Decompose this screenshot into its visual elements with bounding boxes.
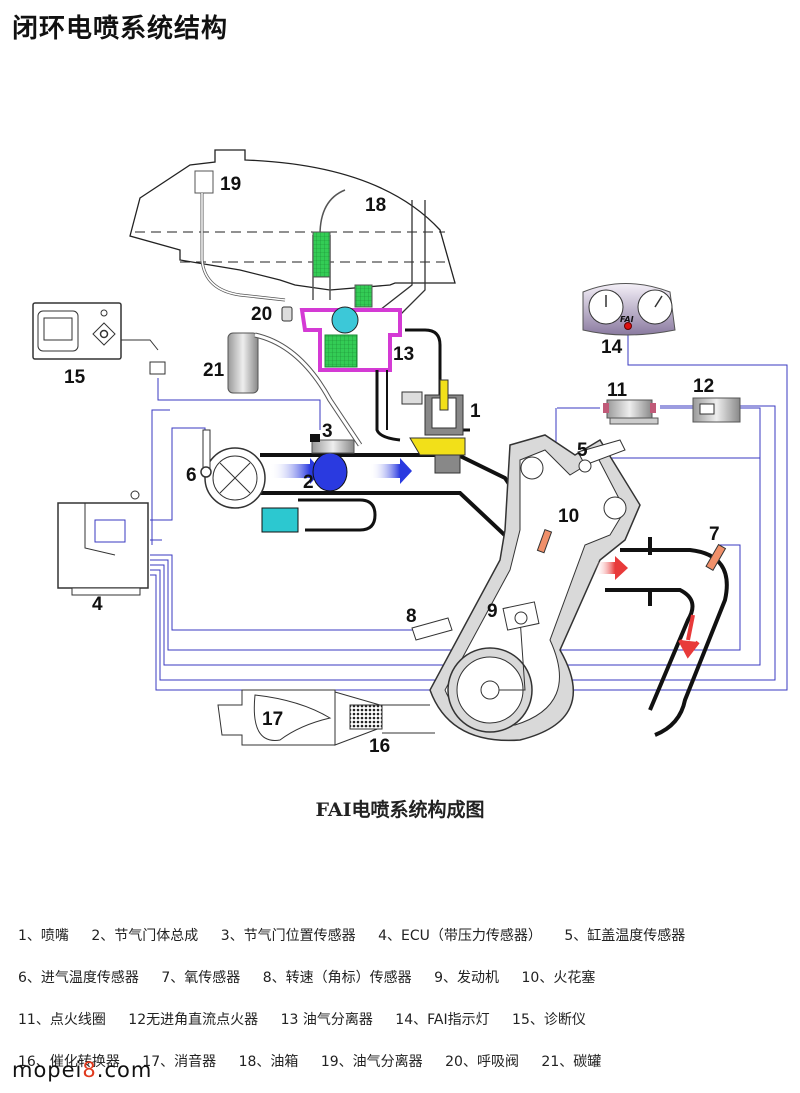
crank-position-sensor: [411, 617, 453, 641]
legend-item: 15、诊断仪: [512, 1012, 586, 1028]
intake-flow-arrow: [270, 464, 310, 478]
oil-gas-separator: [299, 306, 470, 442]
fai-indicator-lamp: [624, 322, 632, 330]
callout-9: 9: [487, 601, 498, 622]
legend-item: 10、火花塞: [521, 970, 596, 986]
fai-indicator-text: FAI: [620, 315, 634, 324]
throttle-plate: [312, 452, 348, 492]
callout-12: 12: [693, 376, 714, 397]
intake-manifold: [200, 429, 542, 542]
callout-8: 8: [406, 606, 417, 627]
callout-3: 3: [322, 421, 333, 442]
callout-7: 7: [709, 524, 720, 545]
legend-item: 19、油气分离器: [320, 1054, 423, 1070]
legend-item: 1、喷嘴: [18, 928, 69, 944]
callout-6: 6: [186, 465, 197, 486]
callout-18: 18: [365, 195, 386, 216]
ecu: [57, 490, 149, 596]
callout-labels: 1 2 3 4 5 6 7 8 9 10 11 12 13 14 15 16 1…: [64, 174, 720, 757]
fuel-tank: [129, 149, 456, 321]
ignition-coil: [603, 399, 659, 425]
callout-2: 2: [303, 472, 314, 493]
legend-item: 7、氧传感器: [161, 970, 241, 986]
callout-14: 14: [601, 337, 623, 358]
component-legend: 1、喷嘴 2、节气门体总成 3、节气门位置传感器 4、ECU（带压力传感器） 5…: [18, 925, 798, 1093]
fai-dashboard: FAI: [582, 283, 676, 336]
legend-row: 11、点火线圈 12无进角直流点火器 13 油气分离器 14、FAI指示灯 15…: [18, 1009, 798, 1051]
oxygen-sensor: [705, 543, 727, 571]
legend-item: 11、点火线圈: [18, 1012, 106, 1028]
callout-1: 1: [470, 401, 481, 422]
exhaust-flow-arrow: [615, 556, 628, 580]
breather-valve: [281, 306, 293, 322]
legend-item: 21、碳罐: [541, 1054, 602, 1070]
legend-item: 6、进气温度传感器: [18, 970, 139, 986]
carbon-canister: [227, 332, 363, 447]
fai-system-diagram: FAI: [32, 149, 788, 757]
callout-16: 16: [369, 736, 390, 757]
callout-10: 10: [558, 506, 579, 527]
idle-control-valve: [261, 507, 299, 533]
engine: [411, 434, 641, 742]
callout-21: 21: [203, 360, 225, 381]
page-title: 闭环电喷系统结构: [12, 14, 229, 44]
legend-row: 6、进气温度传感器 7、氧传感器 8、转速（角标）传感器 9、发动机 10、火花…: [18, 967, 798, 1009]
legend-item: 9、发动机: [434, 970, 500, 986]
legend-item: 16、催化转换器: [18, 1054, 120, 1070]
site-watermark: mopei8.com: [12, 1058, 152, 1082]
legend-item: 14、FAI指示灯: [395, 1012, 490, 1028]
legend-item: 20、呼吸阀: [445, 1054, 519, 1070]
spark-plug: [536, 528, 553, 554]
diagram-caption: FAI电喷系统构成图: [315, 799, 485, 821]
fuel-injector: [401, 379, 466, 474]
diagnostic-tool: [32, 302, 166, 375]
legend-item: 18、油箱: [238, 1054, 299, 1070]
callout-15: 15: [64, 367, 86, 388]
legend-item: 2、节气门体总成: [91, 928, 199, 944]
callout-4: 4: [92, 594, 103, 615]
legend-item: 12无进角直流点火器: [128, 1012, 259, 1028]
exhaust-pipe: [595, 537, 729, 737]
watermark-prefix: mopei: [12, 1058, 83, 1082]
callout-19: 19: [220, 174, 241, 195]
callout-13: 13: [393, 344, 414, 365]
legend-item: 8、转速（角标）传感器: [262, 970, 412, 986]
callout-17: 17: [262, 709, 283, 730]
legend-item: 13 油气分离器: [280, 1012, 373, 1028]
throttle-position-sensor: [310, 434, 320, 442]
legend-item: 17、消音器: [142, 1054, 217, 1070]
callout-20: 20: [251, 304, 272, 325]
legend-item: 3、节气门位置传感器: [220, 928, 356, 944]
legend-row: 16、催化转换器 17、消音器 18、油箱 19、油气分离器 20、呼吸阀 21…: [18, 1051, 798, 1093]
catalytic-converter: [349, 704, 435, 734]
legend-item: 5、缸盖温度传感器: [564, 928, 686, 944]
dc-igniter: [692, 397, 741, 423]
legend-row: 1、喷嘴 2、节气门体总成 3、节气门位置传感器 4、ECU（带压力传感器） 5…: [18, 925, 798, 967]
legend-item: 4、ECU（带压力传感器）: [378, 928, 542, 944]
watermark-suffix: .com: [96, 1058, 153, 1082]
callout-5: 5: [577, 440, 588, 461]
watermark-accent: 8: [82, 1058, 97, 1082]
callout-11: 11: [607, 380, 628, 401]
